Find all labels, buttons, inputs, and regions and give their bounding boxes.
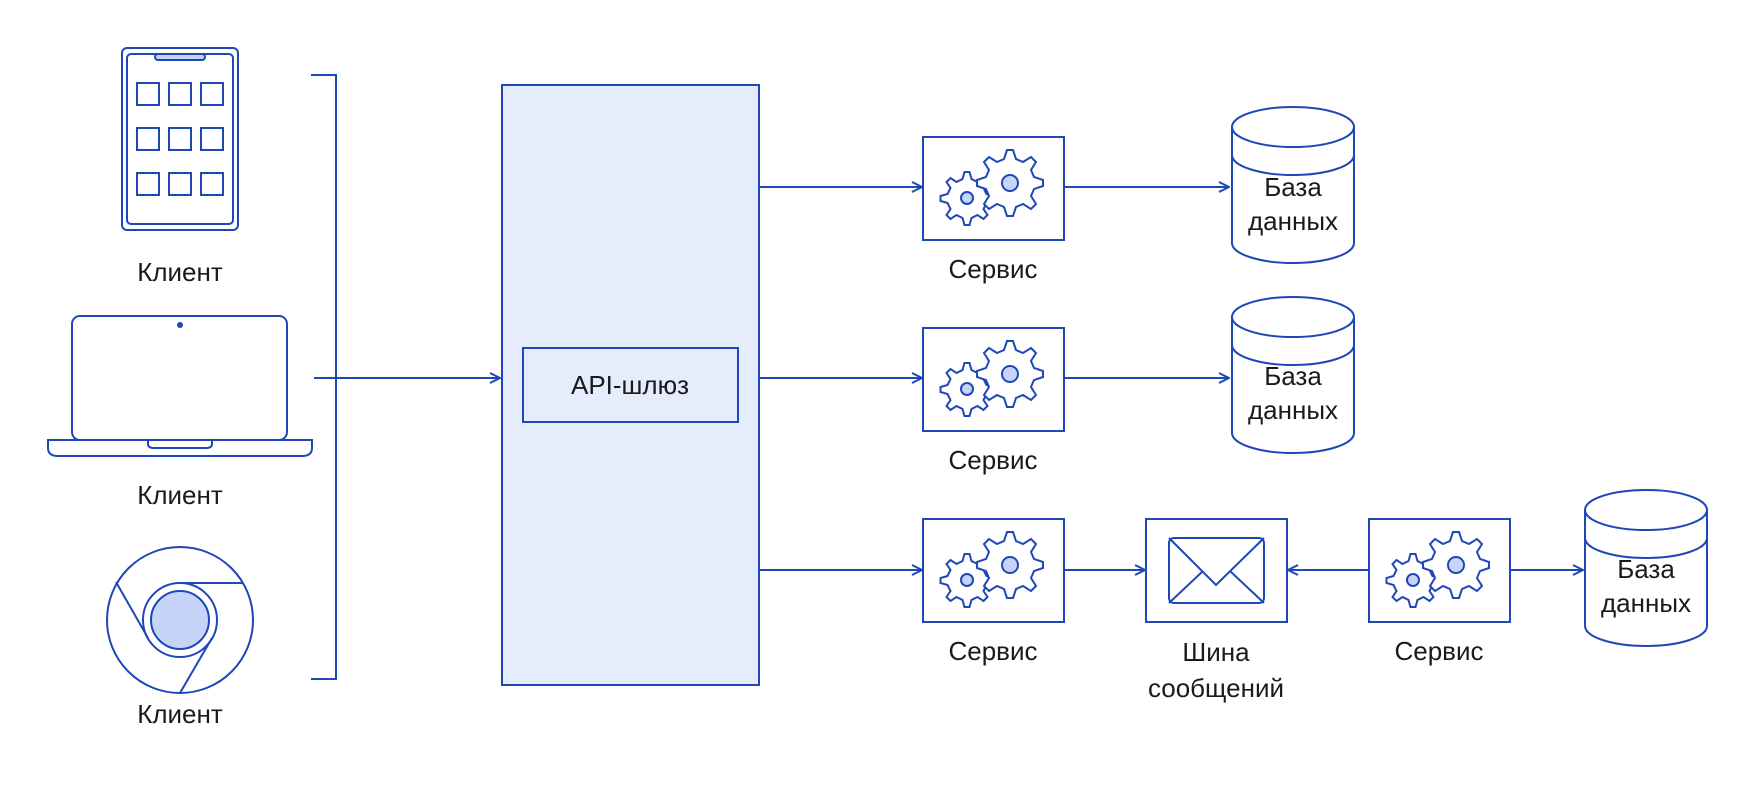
service-label: Сервис bbox=[948, 445, 1037, 475]
api-gateway: API-шлюз bbox=[501, 84, 760, 686]
database-label-line2: данных bbox=[1248, 395, 1338, 425]
client-label: Клиент bbox=[137, 480, 223, 510]
client-laptop: Клиент bbox=[47, 315, 313, 510]
database-3: База данных bbox=[1584, 489, 1708, 647]
tablet-icon bbox=[121, 47, 239, 231]
service-2: Сервис bbox=[922, 327, 1065, 475]
service-1: Сервис bbox=[922, 136, 1065, 284]
client-label: Клиент bbox=[137, 699, 223, 729]
database-label-line2: данных bbox=[1601, 588, 1691, 618]
database-label-line1: База bbox=[1264, 361, 1322, 391]
service-label: Сервис bbox=[1394, 636, 1483, 666]
service-3: Сервис bbox=[922, 518, 1065, 666]
database-label-line2: данных bbox=[1248, 206, 1338, 236]
service-label: Сервис bbox=[948, 254, 1037, 284]
envelope-icon bbox=[1168, 537, 1265, 604]
service-label: Сервис bbox=[948, 636, 1037, 666]
database-1: База данных bbox=[1231, 106, 1355, 264]
client-label: Клиент bbox=[137, 257, 223, 287]
browser-icon bbox=[106, 546, 254, 694]
database-label-line1: База bbox=[1264, 172, 1322, 202]
laptop-icon bbox=[47, 315, 313, 457]
message-bus: Шина сообщений bbox=[1145, 518, 1288, 703]
gateway-label: API-шлюз bbox=[571, 370, 689, 400]
bus-label-line1: Шина bbox=[1182, 637, 1250, 667]
service-4: Сервис bbox=[1368, 518, 1511, 666]
client-tablet: Клиент bbox=[121, 47, 239, 287]
bus-label-line2: сообщений bbox=[1148, 673, 1284, 703]
database-label-line1: База bbox=[1617, 554, 1675, 584]
database-2: База данных bbox=[1231, 296, 1355, 454]
gateway-box bbox=[522, 347, 739, 423]
client-browser: Клиент bbox=[106, 546, 254, 729]
